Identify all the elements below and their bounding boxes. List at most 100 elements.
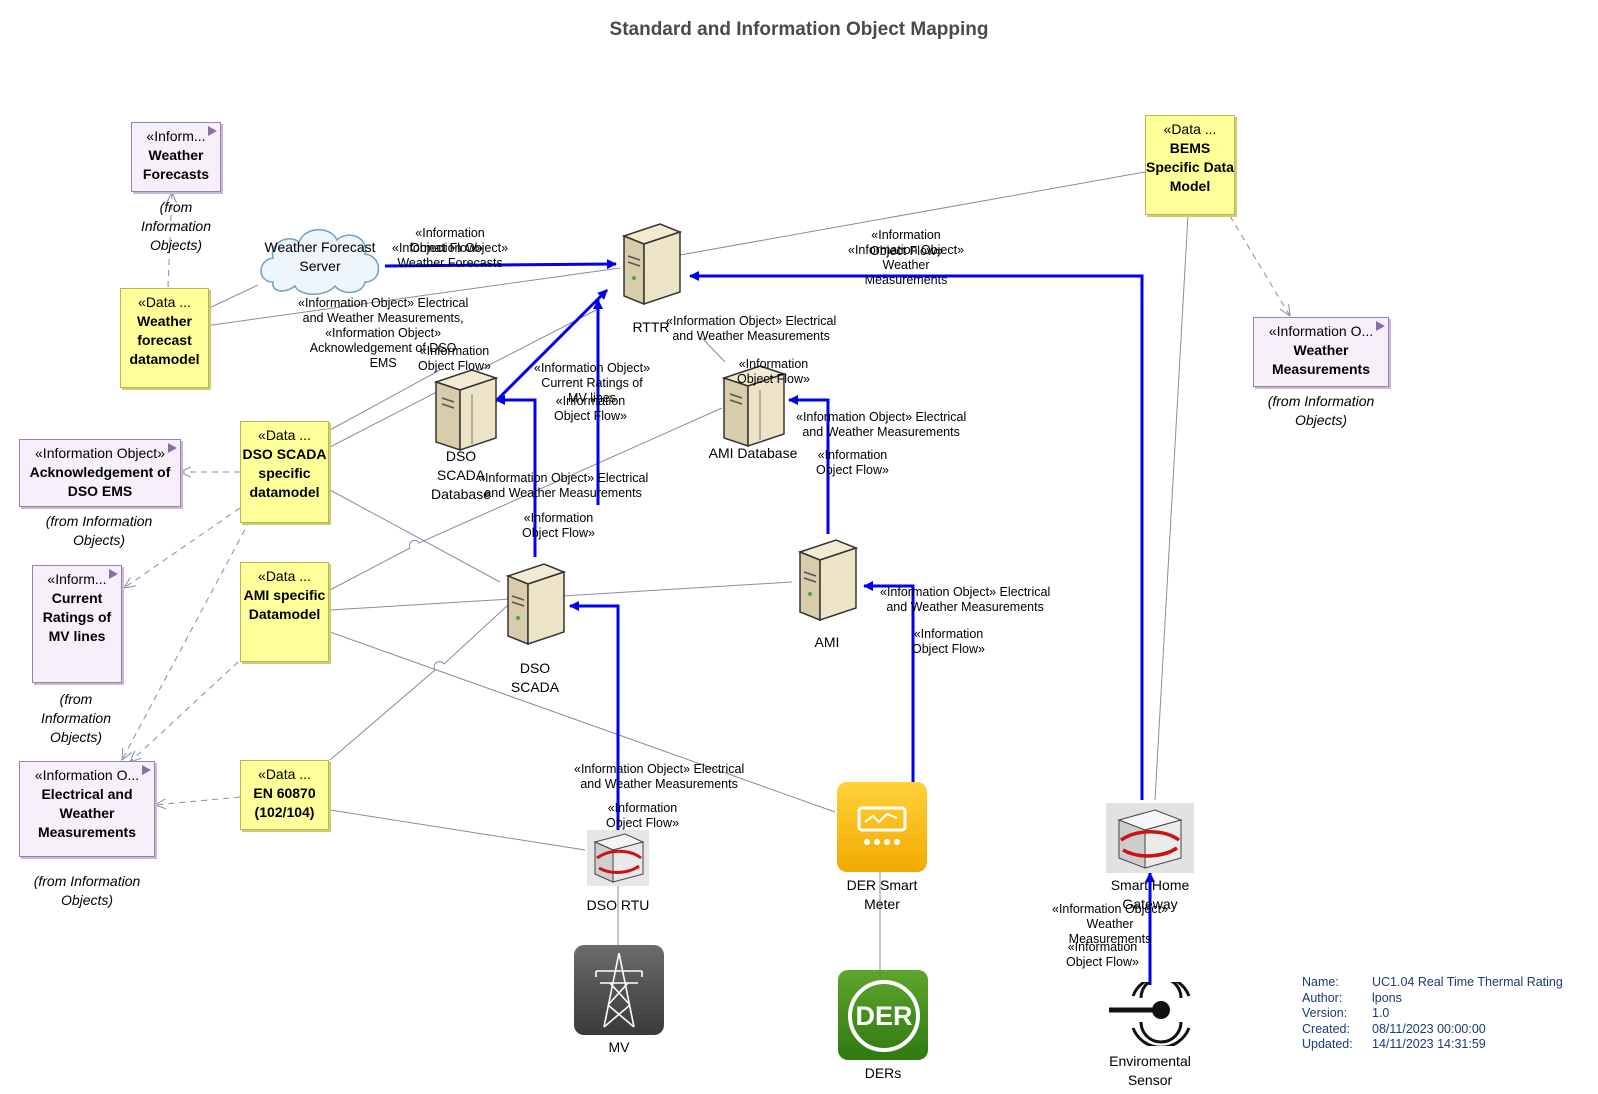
stereotype-label: «Information Object» (35, 445, 165, 461)
info-key: Version: (1302, 1006, 1348, 1021)
node-label-rttr: RTTR (632, 319, 670, 335)
meter-glyph-icon (857, 806, 907, 845)
from-label-weather-forecasts: (from Information Objects) (140, 199, 212, 253)
flow-label: «Information Object Flow» (554, 394, 627, 423)
data-model-weather-forecast[interactable]: «Data ... Weather forecast datamodel (120, 288, 209, 388)
assoc-wfdm-wfs (204, 284, 259, 311)
info-key: Created: (1302, 1021, 1350, 1036)
flow-label: «Information Object Flow» (737, 357, 810, 386)
flow-label: «Information Object Flow» (418, 344, 491, 373)
dep-amidm-elec (130, 661, 239, 762)
stereotype-label: «Data ... (138, 294, 191, 310)
artifact-corner-icon (208, 126, 217, 136)
element-name: AMI specific Datamodel (243, 587, 326, 622)
stereotype-label: «Information O... (34, 767, 140, 783)
flow-label: «Information Object» Electrical and Weat… (574, 762, 745, 791)
dep-scadadm-elec (122, 519, 251, 760)
rtu-box-icon[interactable] (585, 828, 651, 888)
flow-rttr-amidb (701, 337, 726, 363)
info-row: Created: 08/11/2023 00:00:00 (1302, 1022, 1563, 1038)
assoc-amidm-meter (329, 631, 836, 813)
data-model-ami[interactable]: «Data ... AMI specific Datamodel (240, 562, 329, 662)
info-key: Name: (1302, 975, 1339, 989)
node-label-ami-database: AMI Database (708, 445, 798, 461)
from-label-electrical-weather: (from Information Objects) (33, 873, 141, 908)
artifact-corner-icon (168, 443, 177, 453)
flow-label: «Information Object» Electrical and Weat… (478, 471, 649, 500)
element-name: EN 60870 (102/104) (253, 785, 316, 820)
server-icon[interactable] (620, 222, 682, 306)
node-label-smart-home-gateway: Smart Home Gateway (1110, 877, 1190, 912)
diagram-info-block: Name:UC1.04 Real Time Thermal Rating Aut… (1302, 975, 1563, 1053)
node-label-weather-forecast-server: Weather Forecast Server (264, 239, 376, 274)
from-label-current-ratings: (from Information Objects) (40, 691, 112, 745)
node-label-der-smart-meter: DER Smart Meter (846, 877, 918, 912)
flow-label: Object Flow» (870, 244, 943, 258)
dep-bems-measurements (1229, 215, 1290, 316)
info-object-weather-forecasts[interactable]: «Inform... Weather Forecasts (131, 122, 221, 192)
server-icon[interactable] (796, 538, 858, 622)
info-value: lpons (1372, 990, 1402, 1005)
database-server-icon[interactable] (432, 368, 500, 452)
der-icon[interactable]: DER (838, 970, 928, 1060)
smart-meter-icon[interactable] (837, 782, 927, 872)
flow-wfs-rttr (384, 259, 617, 270)
element-name: Weather Forecasts (142, 147, 210, 182)
info-value: UC1.04 Real Time Thermal Rating (1372, 975, 1563, 989)
pylon-icon[interactable] (574, 945, 664, 1035)
assoc-bems-rttr (679, 171, 1146, 256)
stereotype-label: «Inform... (146, 128, 206, 144)
flow-label: «Information Object Flow» (606, 801, 679, 830)
info-object-electrical-weather[interactable]: «Information O... Electrical and Weather… (19, 761, 155, 857)
flow-label: «Information «Information Object» Weathe… (392, 226, 509, 270)
assoc-en60870-scada (329, 604, 509, 761)
data-model-en60870[interactable]: «Data ... EN 60870 (102/104) (240, 760, 329, 830)
assoc-scadadm-scadadb (329, 369, 441, 431)
element-name: Acknowledgement of DSO EMS (29, 464, 171, 499)
flow-gateway-rttr (689, 271, 1144, 800)
data-model-dso-scada[interactable]: «Data ... DSO SCADA specific datamodel (240, 421, 329, 523)
cloud-icon[interactable] (255, 220, 385, 298)
assoc-wfdm-rttr (204, 267, 621, 327)
assoc-bems-gateway (1154, 214, 1189, 801)
flow-scada-scadadb (495, 395, 537, 557)
element-name: BEMS Specific Data Model (1146, 140, 1234, 194)
assoc-en60870-rtu (329, 809, 586, 851)
dep-wfdm-forecasts (168, 192, 172, 288)
info-object-current-ratings[interactable]: «Inform... Current Ratings of MV lines (32, 565, 122, 683)
info-object-weather-measurements[interactable]: «Information O... Weather Measurements (1253, 317, 1389, 387)
element-name: Weather forecast datamodel (129, 313, 200, 367)
flow-scadadb-rttr (493, 288, 609, 404)
gateway-box-icon[interactable] (1105, 802, 1195, 874)
pylon-glyph-icon (595, 952, 643, 1028)
info-value: 08/11/2023 00:00:00 (1372, 1021, 1486, 1036)
flow-label: Object Flow» (410, 241, 483, 255)
server-icon[interactable] (504, 562, 566, 646)
flow-label: «Information «Information Object» Weathe… (848, 228, 965, 287)
node-label-dso-scada-database: DSO SCADA Database (431, 448, 491, 502)
database-server-icon[interactable] (720, 364, 788, 448)
flow-label: «Information Object» Current Ratings of … (534, 361, 651, 405)
stereotype-label: «Inform... (47, 571, 107, 587)
data-model-bems[interactable]: «Data ... BEMS Specific Data Model (1145, 115, 1235, 215)
info-value: 14/11/2023 14:31:59 (1372, 1037, 1486, 1052)
stereotype-label: «Data ... (258, 568, 311, 584)
info-key: Updated: (1302, 1037, 1353, 1052)
element-name: Weather Measurements (1271, 342, 1371, 377)
stereotype-label: «Information O... (1268, 323, 1374, 339)
artifact-corner-icon (1376, 321, 1385, 331)
sensor-icon[interactable] (1105, 982, 1195, 1046)
stereotype-label: «Data ... (258, 427, 311, 443)
info-object-ack-dso-ems[interactable]: «Information Object» Acknowledgement of … (19, 439, 181, 507)
node-label-environmental-sensor: Enviromental Sensor (1109, 1053, 1191, 1088)
flow-label: «Information Object Flow» (1066, 940, 1139, 969)
node-label-mv: MV (608, 1039, 630, 1055)
info-value: 1.0 (1372, 1006, 1390, 1021)
stereotype-label: «Data ... (258, 766, 311, 782)
node-label-ders: DERs (864, 1065, 902, 1081)
node-label-ami: AMI (814, 634, 840, 650)
node-label-dso-rtu: DSO RTU (586, 897, 650, 913)
element-name: Electrical and Weather Measurements (37, 786, 137, 840)
info-row: Updated: 14/11/2023 14:31:59 (1302, 1037, 1563, 1053)
